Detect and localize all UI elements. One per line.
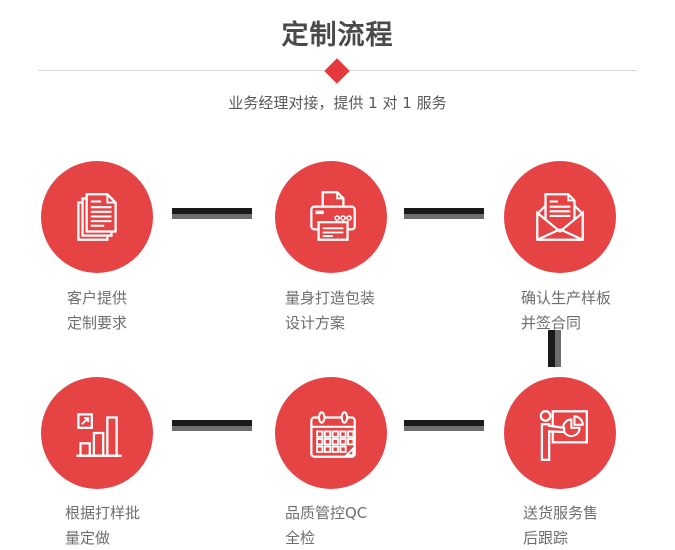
- step-4-label-line2: 量定做: [65, 529, 111, 547]
- connector-step1-step2: [172, 208, 252, 219]
- step-2-label-line1: 量身打造包装: [285, 289, 376, 307]
- step-5-label-line1: 品质管控QC: [285, 504, 368, 522]
- diamond-icon: [324, 58, 350, 84]
- step-3-label-line2: 并签合同: [521, 314, 582, 332]
- calendar-icon: [310, 411, 356, 458]
- envelope-icon: [536, 193, 584, 241]
- step-3-label-line1: 确认生产样板: [521, 289, 612, 307]
- step-5-circle: [275, 377, 387, 489]
- step-4-label: 根据打样批 量定做: [65, 501, 140, 550]
- page-title: 定制流程: [281, 20, 394, 51]
- connector-step2-step3: [404, 208, 484, 219]
- connector-step3-step6: [548, 330, 561, 367]
- step-5-label-line2: 全检: [285, 529, 316, 547]
- step-6-label: 送货服务售 后跟踪: [523, 501, 598, 550]
- step-2-circle: [275, 161, 387, 273]
- step-1-circle: [41, 161, 153, 273]
- step-6-label-line1: 送货服务售: [523, 504, 599, 522]
- step-2-label-line2: 设计方案: [285, 314, 346, 332]
- step-2-label: 量身打造包装 设计方案: [285, 286, 375, 336]
- step-3-label: 确认生产样板 并签合同: [521, 286, 611, 336]
- printer-icon: [310, 191, 356, 241]
- bar-chart-icon: [76, 413, 122, 457]
- step-6-label-line2: 后跟踪: [523, 529, 569, 547]
- step-4-label-line1: 根据打样批: [65, 504, 141, 522]
- step-1-label: 客户提供 定制要求: [67, 286, 127, 336]
- step-1-label-line2: 定制要求: [67, 314, 128, 332]
- documents-icon: [77, 193, 117, 241]
- presentation-icon: [539, 410, 589, 462]
- connector-step5-step6: [404, 420, 484, 431]
- step-4-circle: [41, 377, 153, 489]
- page-subtitle: 业务经理对接，提供 1 对 1 服务: [228, 94, 447, 112]
- step-6-circle: [504, 377, 616, 489]
- step-3-circle: [504, 161, 616, 273]
- step-1-label-line1: 客户提供: [67, 289, 128, 307]
- connector-step4-step5: [172, 420, 252, 431]
- step-5-label: 品质管控QC 全检: [285, 501, 367, 550]
